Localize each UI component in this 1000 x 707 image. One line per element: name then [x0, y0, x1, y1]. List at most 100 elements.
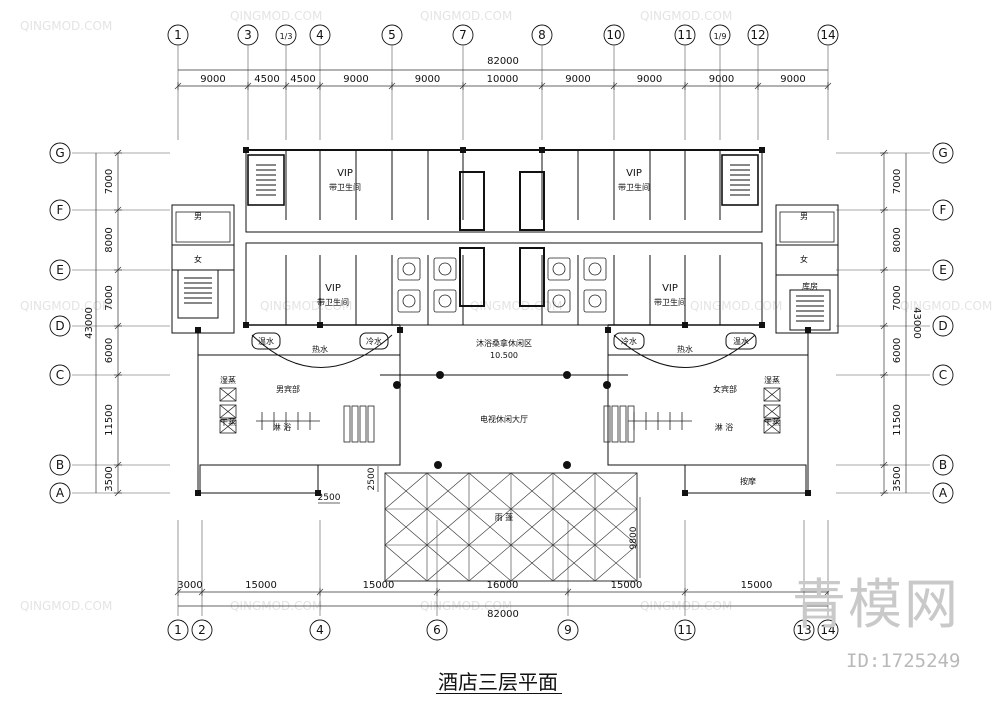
dim-top-segment: 9000 — [565, 74, 590, 85]
massage-label: 按摩 — [740, 476, 756, 486]
axis-right-A-circle — [932, 482, 954, 504]
dim-right-segment: 3500 — [892, 466, 903, 491]
room-vip-bath-label: 带卫生间 — [654, 297, 686, 307]
wet-steam-label: 湿蒸 — [764, 375, 780, 385]
watermark-layer: QINGMOD.COM QINGMOD.COM QINGMOD.COM QINGMOD… — [20, 9, 992, 613]
dry-steam-label: 干蒸 — [764, 417, 780, 427]
female-toilet-label: 女 — [194, 254, 202, 264]
axis-top-8: 8 — [538, 28, 546, 42]
axis-left-C: C — [56, 368, 64, 382]
dim-top-segment: 9000 — [415, 74, 440, 85]
axis-top-12-circle — [747, 24, 769, 46]
axis-top-5-circle — [381, 24, 403, 46]
shower-label: 淋 浴 — [715, 422, 734, 432]
axis-top-4-circle — [309, 24, 331, 46]
dim-right-segment: 8000 — [892, 227, 903, 252]
dimension-lines — [95, 69, 907, 607]
dim-bottom-segment: 15000 — [363, 580, 395, 591]
dim-right-segment: 7000 — [892, 285, 903, 310]
storage-label: 库房 — [802, 281, 818, 291]
dim-top-segment: 9000 — [343, 74, 368, 85]
dim-misc: 2500 — [367, 467, 377, 490]
dim-top-segment: 4500 — [254, 74, 279, 85]
canopy-label: 雨 蓬 — [495, 512, 514, 522]
axis-top-12: 12 — [750, 28, 765, 42]
dim-bottom-segment: 15000 — [741, 580, 773, 591]
brand-logo: 青模网 — [792, 573, 960, 636]
dim-top-segment: 9000 — [637, 74, 662, 85]
womens-bath-label: 女宾部 — [713, 384, 737, 394]
axis-right-F-circle — [932, 199, 954, 221]
hot-pool-label: 热水 — [312, 344, 328, 354]
dim-right-segment: 7000 — [892, 169, 903, 194]
axis-top-1-circle — [167, 24, 189, 46]
axis-left-G: G — [55, 146, 64, 160]
title-underline — [436, 693, 562, 694]
dim-right-total: 43000 — [911, 307, 922, 339]
axis-top-11-circle — [674, 24, 696, 46]
axis-right-A: A — [939, 486, 948, 500]
axis-bottom-14-circle — [817, 619, 839, 641]
dim-top-segment: 4500 — [290, 74, 315, 85]
axis-left-E-circle — [49, 259, 71, 281]
room-vip-label: VIP — [626, 168, 642, 179]
dim-bottom-segment: 15000 — [245, 580, 277, 591]
dim-top-segment: 9000 — [200, 74, 225, 85]
drawing-id: ID:1725249 — [846, 650, 961, 672]
hot-pool-label: 热水 — [677, 344, 693, 354]
axis-bottom-2-circle — [191, 619, 213, 641]
axis-bottom-9-circle — [557, 619, 579, 641]
drawing-title: 酒店三层平面 — [438, 670, 558, 694]
axis-top-3-circle — [237, 24, 259, 46]
axis-bottom-11: 11 — [677, 623, 692, 637]
watermark-text: QINGMOD.COM — [470, 299, 562, 313]
dry-steam-label: 干蒸 — [220, 417, 236, 427]
dim-left-segment: 8000 — [104, 227, 115, 252]
axis-left-F-circle — [49, 199, 71, 221]
dim-left-segment: 7000 — [104, 285, 115, 310]
axis-right-G: G — [938, 146, 947, 160]
dim-left-segment: 11500 — [104, 404, 115, 436]
axis-bottom-4: 4 — [316, 623, 324, 637]
axis-grid — [72, 46, 930, 616]
axis-bottom-11-circle — [674, 619, 696, 641]
watermark-text: QINGMOD.COM — [900, 299, 992, 313]
axis-top-11: 11 — [677, 28, 692, 42]
watermark-text: QINGMOD.COM — [230, 9, 322, 23]
axis-right-C: C — [939, 368, 947, 382]
room-vip-bath-label: 带卫生间 — [618, 182, 650, 192]
watermark-text: QINGMOD.COM — [20, 599, 112, 613]
axis-left-A-circle — [49, 482, 71, 504]
room-vip-bath-label: 带卫生间 — [329, 182, 361, 192]
axis-top-3: 3 — [244, 28, 252, 42]
dim-left-total: 43000 — [84, 307, 95, 339]
furniture-layer — [175, 211, 835, 443]
axis-right-C-circle — [932, 364, 954, 386]
axis-right-D-circle — [932, 315, 954, 337]
dim-left-segment: 3500 — [104, 466, 115, 491]
room-vip-bath-label: 带卫生间 — [317, 297, 349, 307]
dim-bottom-segment: 3000 — [177, 580, 202, 591]
dim-bottom-segment: 15000 — [611, 580, 643, 591]
axis-bottom-1-circle — [167, 619, 189, 641]
axis-top-4: 4 — [316, 28, 324, 42]
axis-top-1-3: 1/3 — [280, 32, 293, 41]
axis-left-B: B — [56, 458, 64, 472]
elevation-label: 10.500 — [490, 351, 518, 360]
dim-right-segment: 11500 — [892, 404, 903, 436]
axis-bottom-13-circle — [793, 619, 815, 641]
dim-top-total: 82000 — [487, 56, 519, 67]
axis-left-G-circle — [49, 142, 71, 164]
axis-top-1-9: 1/9 — [714, 32, 727, 41]
axis-left-A: A — [56, 486, 65, 500]
female-toilet-label: 女 — [800, 254, 808, 264]
axis-left-D: D — [55, 319, 64, 333]
shower-label: 淋 浴 — [273, 422, 292, 432]
axis-bottom-14: 14 — [820, 623, 835, 637]
room-labels: VIP带卫生间VIP带卫生间VIP带卫生间VIP带卫生间沐浴桑拿休闲区10.50… — [194, 168, 818, 522]
cold-pool-label: 冷水 — [621, 336, 637, 346]
room-vip-label: VIP — [325, 283, 341, 294]
wet-steam-label: 湿蒸 — [220, 375, 236, 385]
